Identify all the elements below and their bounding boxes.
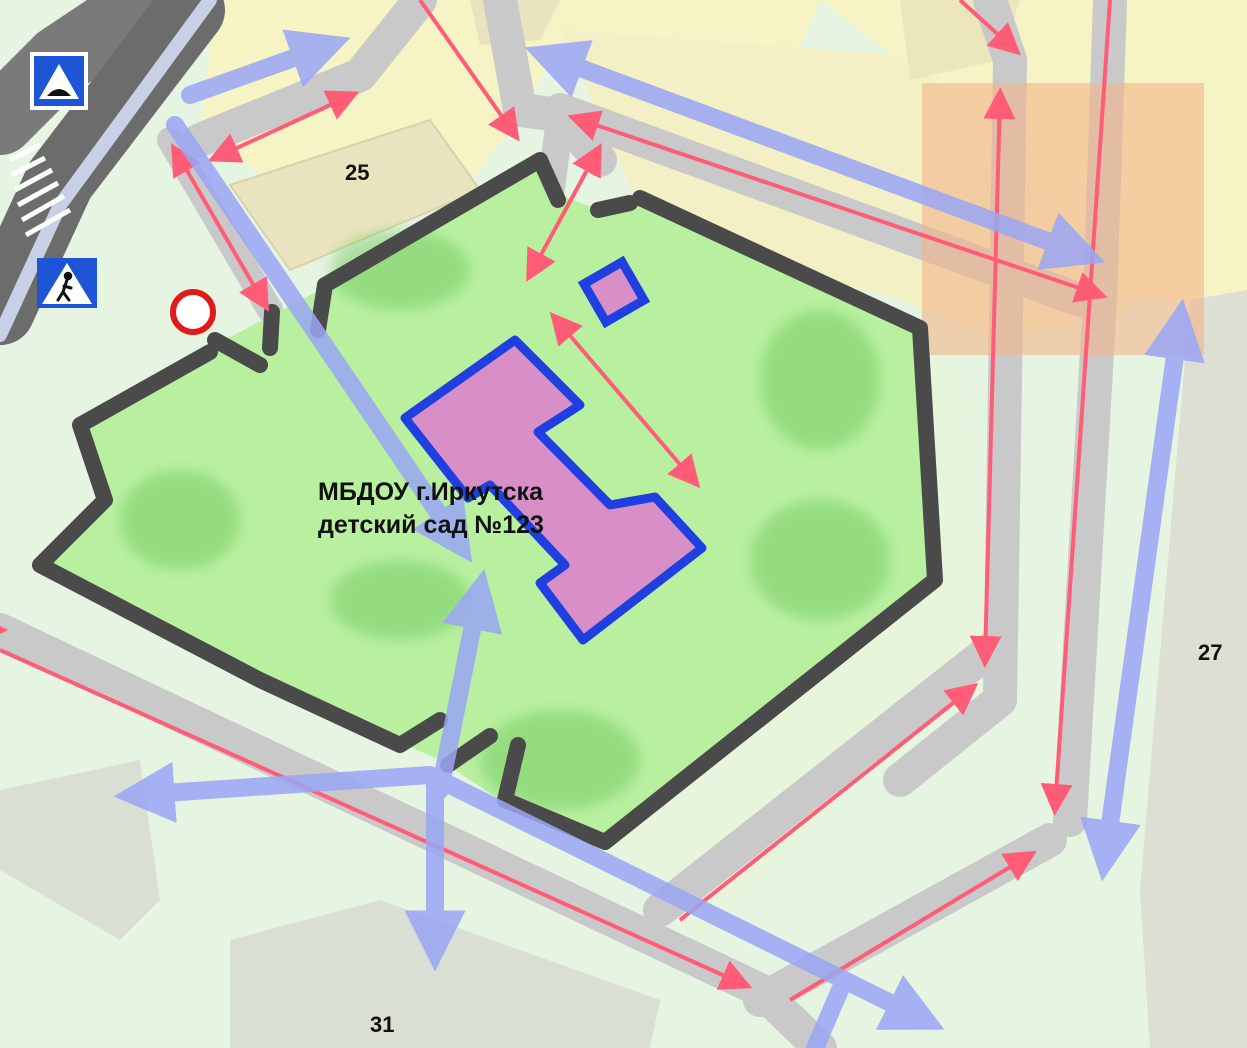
pedestrian-crossing-icon [56,271,73,302]
kindergarten-label-line2: детский сад №123 [318,511,544,539]
building-number-31: 31 [370,1012,394,1037]
building-31 [230,900,660,1048]
no-vehicles-icon [170,289,216,335]
crosswalk [8,142,72,238]
kindergarten-label-line1: МБДОУ г.Иркутска [318,478,544,506]
pedestrian-crossing-sign [37,258,97,308]
no-entry-sign [170,289,216,335]
speed-bump-icon [39,64,79,99]
kindergarten-label: МБДОУ г.Иркутска детский сад №123 [318,478,544,539]
pedestrian-routes [113,29,1205,1048]
building-number-27: 27 [1198,640,1222,665]
speed-bump-sign [30,52,88,110]
building-number-25: 25 [345,160,369,185]
tree-patches [120,230,890,810]
